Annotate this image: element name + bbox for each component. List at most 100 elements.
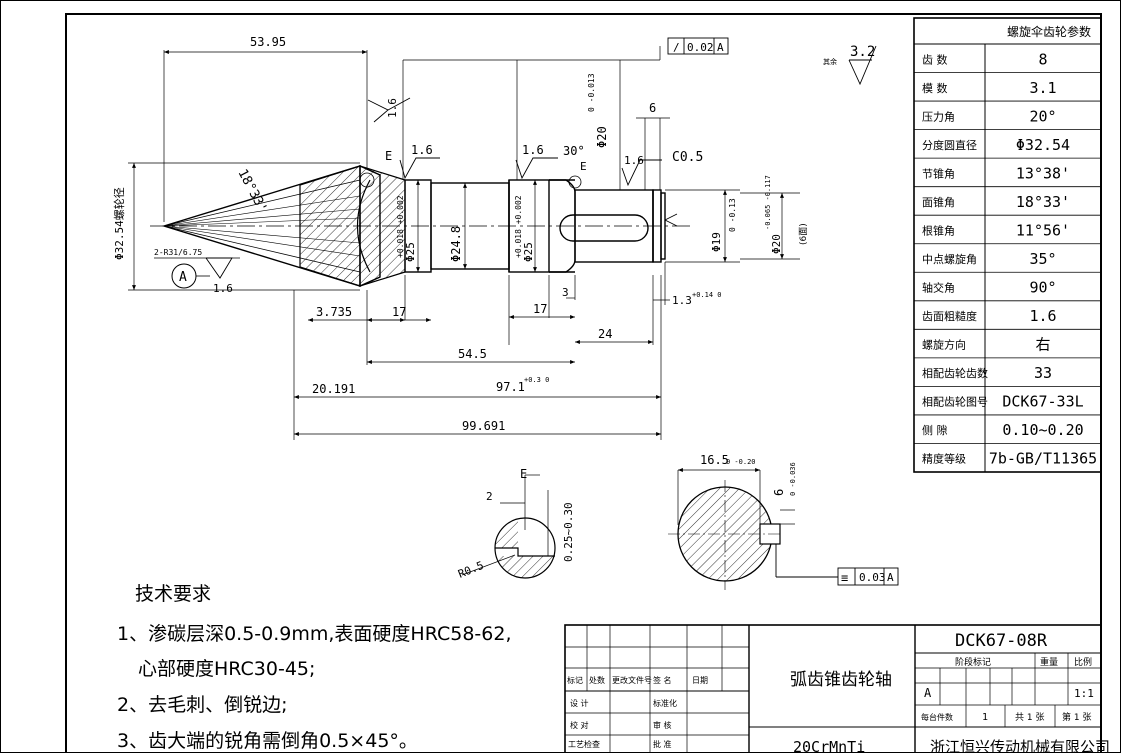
detail-dim-0-25: 0.25~0.30 [562, 502, 575, 562]
gdt-top-value: 0.02 [687, 41, 714, 54]
param-label: 根锥角 [922, 223, 955, 237]
dim-dia-25-left-tol: +0.018 +0.002 [396, 195, 405, 258]
roughness-3-2: 3.2 [850, 44, 875, 60]
param-value: 13°38' [1016, 164, 1070, 182]
roughness-prefix: 其余 [823, 57, 837, 66]
title-block [564, 624, 1102, 753]
dim-1-3: 1.3 [672, 294, 692, 307]
dim-dia-20-note: (6面) [798, 223, 809, 245]
section-view [668, 468, 795, 590]
gdt-sym-datum: A [887, 571, 894, 584]
review-label: 审 核 [653, 720, 672, 730]
param-value: Φ32.54 [1016, 136, 1070, 154]
dim-20-191: 20.191 [312, 382, 355, 396]
param-label: 模 数 [922, 82, 948, 95]
detail-dim-r0-5: R0.5 [456, 559, 485, 581]
dim-dia-20-right-tol: -0.065 -0.117 [764, 175, 772, 230]
param-label: 侧 隙 [922, 423, 948, 437]
sheet-number: 第 1 张 [1062, 711, 1091, 723]
dim-dia-20-top: Φ20 [595, 126, 609, 148]
param-value: 33 [1034, 364, 1052, 382]
sheets-label: 每台件数 [921, 712, 953, 722]
param-table-title: 螺旋伞齿轮参数 [1007, 24, 1091, 39]
design-label: 设 计 [570, 698, 589, 708]
check-label: 校 对 [570, 720, 589, 730]
dimension-texts: 53.95 1.6 18°33' E 1.6 1.6 30° E Φ20 0 -… [112, 35, 894, 585]
stage-value: A [924, 686, 932, 700]
standard-label: 标准化 [653, 698, 677, 708]
col-sign: 签 名 [653, 675, 672, 685]
param-value: 18°33' [1016, 193, 1070, 211]
dim-3-735: 3.735 [316, 305, 352, 319]
gdt-sym-value: 0.03 [859, 571, 886, 584]
col-mark: 标记 [567, 675, 583, 685]
dim-1-6-e: 1.6 [213, 282, 233, 295]
gear-cone [161, 164, 406, 288]
dim-17-a: 17 [392, 305, 406, 319]
param-value: 7b-GB/T11365 [989, 450, 1097, 468]
dim-dia-20-right: Φ20 [770, 234, 783, 254]
gdt-top-datum: A [717, 41, 724, 54]
detail-dim-2: 2 [486, 490, 493, 503]
shaft-main-view [150, 164, 690, 288]
dim-dia-19-tol: 0 -0.13 [728, 198, 737, 232]
weight-label: 重量 [1040, 656, 1058, 668]
param-label: 分度圆直径 [922, 138, 977, 152]
dim-1-6-a: 1.6 [386, 98, 399, 118]
section-dim-6: 6 [772, 489, 786, 496]
requirement-line-3: 2、去毛刺、倒锐边; [117, 694, 288, 716]
param-label: 相配齿轮图号 [922, 395, 988, 409]
col-date: 日期 [692, 676, 708, 685]
scale-value: 1:1 [1074, 687, 1094, 700]
requirement-line-1: 1、渗碳层深0.5-0.9mm,表面硬度HRC58-62, [117, 623, 512, 645]
param-value: 90° [1029, 279, 1056, 297]
dim-1-6-b: 1.6 [411, 143, 433, 157]
process-label: 工艺检查 [568, 739, 600, 749]
scale-label: 比例 [1074, 656, 1092, 668]
param-label: 齿面粗糙度 [922, 309, 977, 323]
dim-r31: 2-R31/6.75 [154, 248, 202, 257]
gdt-frames [667, 37, 899, 586]
dim-1-6-d: 1.6 [624, 154, 644, 167]
param-value: 0.10~0.20 [1002, 421, 1083, 439]
param-value: 右 [1035, 336, 1050, 354]
dim-6: 6 [649, 101, 656, 115]
material: 20CrMnTi [793, 738, 865, 753]
dim-1-6-c: 1.6 [522, 143, 544, 157]
dim-dia-25-right: Φ25 [522, 242, 535, 262]
param-label: 齿 数 [922, 53, 948, 66]
param-label: 节锥角 [922, 167, 955, 180]
dim-dia-25-left: Φ25 [404, 242, 417, 262]
param-value: DCK67-33L [1002, 393, 1083, 411]
requirements-title: 技术要求 [135, 583, 211, 605]
detail-e-view [461, 474, 556, 579]
technical-requirements: 技术要求 1、渗碳层深0.5-0.9mm,表面硬度HRC58-62, 心部硬度H… [117, 583, 512, 752]
section-dim-16-5-tol: 0 -0.20 [726, 458, 756, 466]
requirement-line-2: 心部硬度HRC30-45; [138, 658, 315, 680]
approve-label: 批 准 [653, 739, 672, 749]
param-value: 3.1 [1029, 79, 1056, 97]
dimension-lines [128, 46, 800, 440]
dim-53-95: 53.95 [250, 35, 286, 49]
title-block-texts: 弧齿锥齿轮轴 DCK67-08R 20CrMnTi 浙江恒兴传动机械有限公司 阶… [567, 631, 1110, 753]
datum-a-label: A [179, 270, 187, 285]
col-doc: 更改文件号 [612, 675, 652, 685]
param-label: 精度等级 [922, 452, 966, 466]
gdt-top-symbol: / [673, 41, 680, 54]
drawing-number: DCK67-08R [955, 631, 1048, 651]
dim-97-1: 97.1 [496, 380, 525, 394]
param-label: 相配齿轮齿数 [922, 366, 988, 380]
label-e-right: E [580, 160, 587, 173]
param-value: 8 [1038, 50, 1047, 68]
dim-dia-24-8: Φ24.8 [449, 226, 463, 262]
dim-1-3-tol: +0.14 0 [692, 291, 722, 299]
dim-dia-20-top-tol: 0 -0.013 [587, 73, 596, 112]
label-e-left: E [385, 149, 392, 163]
detail-e-title: E [520, 467, 527, 481]
gdt-sym-symbol: ≡ [841, 571, 848, 585]
param-value: 35° [1029, 250, 1056, 268]
section-dim-6-tol: 0 -0.036 [789, 462, 797, 496]
param-label: 中点螺旋角 [922, 252, 977, 266]
